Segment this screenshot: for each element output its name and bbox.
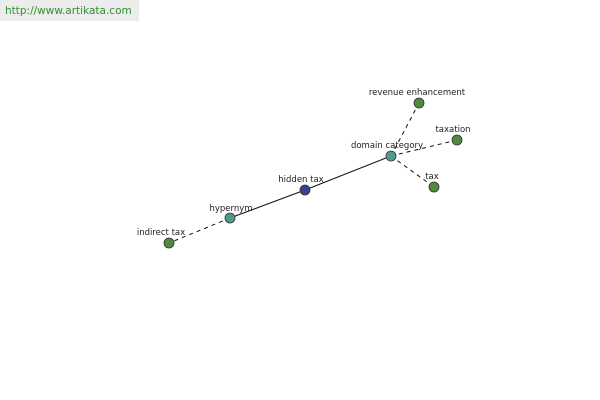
node-hypernym[interactable] (224, 212, 236, 224)
edge-domain-category-tax (390, 155, 435, 188)
site-url-link[interactable]: http://www.artikata.com (0, 0, 139, 21)
node-revenue-enhancement[interactable] (413, 97, 425, 109)
label-revenue-enhancement: revenue enhancement (369, 88, 466, 98)
edge-domain-category-revenue-enhancement (390, 102, 420, 157)
label-hidden-tax: hidden tax (278, 175, 323, 185)
label-indirect-tax: indirect tax (137, 228, 185, 238)
node-indirect-tax[interactable] (163, 237, 175, 249)
edge-hypernym-indirect-tax (168, 217, 231, 244)
node-hidden-tax[interactable] (299, 184, 311, 196)
node-tax[interactable] (428, 181, 440, 193)
edge-domain-category-taxation (390, 139, 458, 157)
label-hypernym: hypernym (209, 204, 252, 214)
edge-hidden-tax-hypernym (229, 189, 306, 219)
label-taxation: taxation (435, 125, 470, 135)
edge-hidden-tax-domain-category (304, 155, 392, 191)
node-taxation[interactable] (451, 134, 463, 146)
label-domain-category: domain category (351, 141, 423, 151)
label-tax: tax (425, 172, 439, 182)
node-domain-category[interactable] (385, 150, 397, 162)
